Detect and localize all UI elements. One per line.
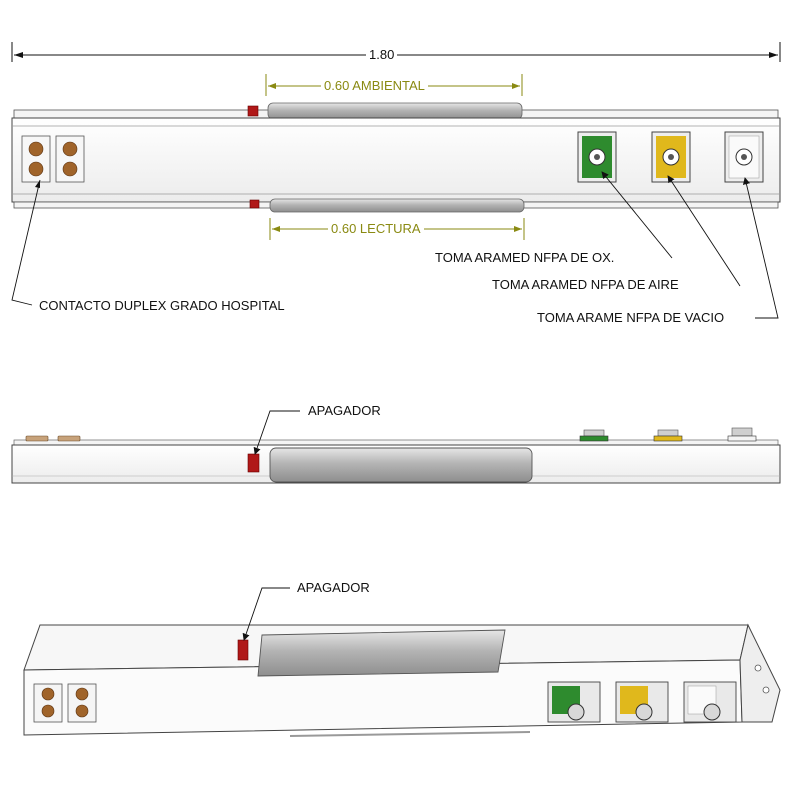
iso-vacuum-outlet [683, 681, 737, 723]
ambient-dim-arrow-right [512, 83, 520, 89]
iso-duplex-outlet-2 [67, 683, 97, 723]
iso-switch-callout: APAGADOR [294, 580, 373, 596]
front-air-stub [653, 429, 683, 442]
duplex-leader-arrow [35, 180, 40, 188]
ambient-dim-arrow-left [268, 83, 276, 89]
front-view [11, 410, 781, 484]
total-dim-arrow-right [769, 52, 778, 58]
iso-bottom-lamp-edge [289, 731, 531, 737]
vacuum-leader [742, 177, 779, 319]
air-outlet [651, 131, 691, 183]
vacuum-callout: TOMA ARAME NFPA DE VACIO [534, 310, 728, 326]
air-leader [667, 175, 741, 287]
front-oxygen-stub [579, 429, 609, 442]
iso-end-hole-1 [754, 664, 762, 672]
duplex-outlet-1 [21, 135, 51, 183]
top-switch-lower [249, 199, 260, 209]
front-duplex-stub-2 [57, 435, 81, 442]
front-duplex-stub-1 [25, 435, 49, 442]
oxygen-outlet [577, 131, 617, 183]
top-view [11, 42, 781, 319]
iso-lamp [257, 629, 506, 677]
duplex-callout: CONTACTO DUPLEX GRADO HOSPITAL [36, 298, 288, 314]
front-vacuum-stub [727, 427, 757, 442]
reading-length-label: 0.60 LECTURA [328, 221, 424, 237]
iso-end-hole-2 [762, 686, 770, 694]
duplex-leader [11, 179, 41, 306]
top-switch-upper [247, 105, 259, 117]
iso-oxygen-outlet [547, 681, 601, 723]
front-switch-leader [253, 410, 300, 455]
iso-switch [237, 639, 249, 661]
vacuum-outlet [724, 131, 764, 183]
ambient-length-label: 0.60 AMBIENTAL [321, 78, 428, 94]
iso-end-face [739, 623, 781, 723]
iso-view [23, 587, 781, 737]
front-switch [247, 453, 260, 473]
oxygen-callout: TOMA ARAMED NFPA DE OX. [432, 250, 618, 266]
iso-duplex-outlet-1 [33, 683, 63, 723]
front-lamp [269, 447, 533, 483]
duplex-outlet-2 [55, 135, 85, 183]
front-switch-callout: APAGADOR [305, 403, 384, 419]
air-callout: TOMA ARAMED NFPA DE AIRE [489, 277, 682, 293]
ambient-lamp [267, 102, 523, 120]
oxygen-leader [601, 171, 673, 259]
reading-dim-arrow-right [514, 226, 522, 232]
iso-switch-leader [242, 587, 290, 641]
reading-lamp [269, 198, 525, 213]
iso-air-outlet [615, 681, 669, 723]
reading-dim-arrow-left [272, 226, 280, 232]
total-length-label: 1.80 [366, 47, 398, 63]
total-dim-arrow-left [14, 52, 23, 58]
